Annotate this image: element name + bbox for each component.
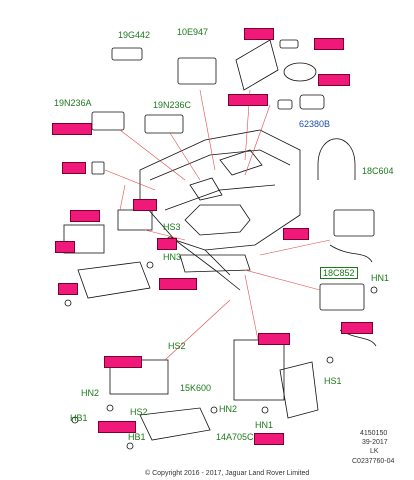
part-bracket-right [279, 361, 319, 419]
label-pink-mid-3 [159, 278, 197, 290]
label-19n236a: 19N236A [54, 98, 92, 108]
label-pink-left-6 [58, 283, 78, 295]
part-bracket-lower [139, 407, 211, 441]
part-bracket-left [77, 261, 151, 299]
label-pink-bottom [254, 433, 284, 445]
label-18c852: 18C852 [320, 267, 358, 279]
label-hn2-left: HN2 [81, 388, 100, 398]
label-pink-left-7 [104, 356, 142, 368]
label-pink-left-2 [62, 162, 86, 174]
label-hn3: HN3 [163, 252, 182, 262]
label-hn1-right: HN1 [371, 273, 390, 283]
label-62380b: 62380B [299, 119, 331, 129]
label-pink-right-2 [283, 228, 309, 240]
code-c0237760: C0237760-04 [352, 458, 395, 465]
part-large-module [233, 339, 285, 401]
label-pink-left-5 [55, 241, 75, 253]
label-14a705c: 14A705C [216, 432, 254, 442]
label-hb1-left: HB1 [70, 413, 88, 423]
part-upper-right-panel [235, 39, 279, 91]
label-hs3: HS3 [163, 222, 181, 232]
part-19n236a [91, 111, 125, 131]
code-date: 39-2017 [362, 439, 388, 446]
part-18c852-module [319, 283, 365, 311]
label-pink-left-3 [70, 210, 100, 222]
label-18c604: 18C604 [362, 166, 394, 176]
part-19g442 [111, 47, 143, 61]
label-pink-right-1 [318, 74, 350, 86]
leader-lines [104, 89, 331, 361]
label-hs2-bottom: HS2 [130, 407, 148, 417]
label-pink-mid-1 [228, 94, 268, 106]
part-10e947 [177, 57, 217, 85]
label-pink-mid-4 [258, 333, 290, 345]
part-dome-light [283, 62, 317, 82]
part-19n236c [144, 114, 184, 134]
label-hs1: HS1 [324, 376, 342, 386]
label-15k600: 15K600 [180, 383, 212, 393]
label-hn2-right: HN2 [219, 404, 238, 414]
label-19g442: 19G442 [118, 30, 151, 40]
label-pink-mid-2 [157, 238, 177, 250]
label-hb1-bottom: HB1 [128, 432, 146, 442]
part-cable [329, 244, 373, 263]
copyright-text: © Copyright 2016 - 2017, Jaguar Land Rov… [145, 470, 310, 477]
label-10e947: 10E947 [177, 27, 209, 37]
part-small-key [279, 39, 299, 49]
label-pink-top-1 [244, 28, 274, 40]
part-headphones [317, 138, 356, 180]
code-4150150: 4150150 [360, 430, 388, 437]
label-pink-left-8 [98, 421, 136, 433]
part-module-left-upper [117, 209, 153, 231]
label-pink-left-4 [133, 199, 157, 211]
label-19n236c: 19N236C [153, 100, 192, 110]
label-pink-top-2 [314, 38, 344, 50]
part-small-remote [277, 99, 293, 110]
label-hs2: HS2 [168, 341, 186, 351]
label-pink-left-1 [52, 123, 92, 135]
label-pink-right-3 [341, 322, 373, 334]
code-lk: LK [370, 448, 379, 455]
label-hn1-bottom: HN1 [255, 420, 274, 430]
part-module-right [333, 209, 375, 237]
vehicle-body-outline [139, 129, 301, 291]
part-small-square [91, 161, 105, 175]
part-remote-control [299, 94, 325, 110]
part-module-left [63, 224, 105, 254]
